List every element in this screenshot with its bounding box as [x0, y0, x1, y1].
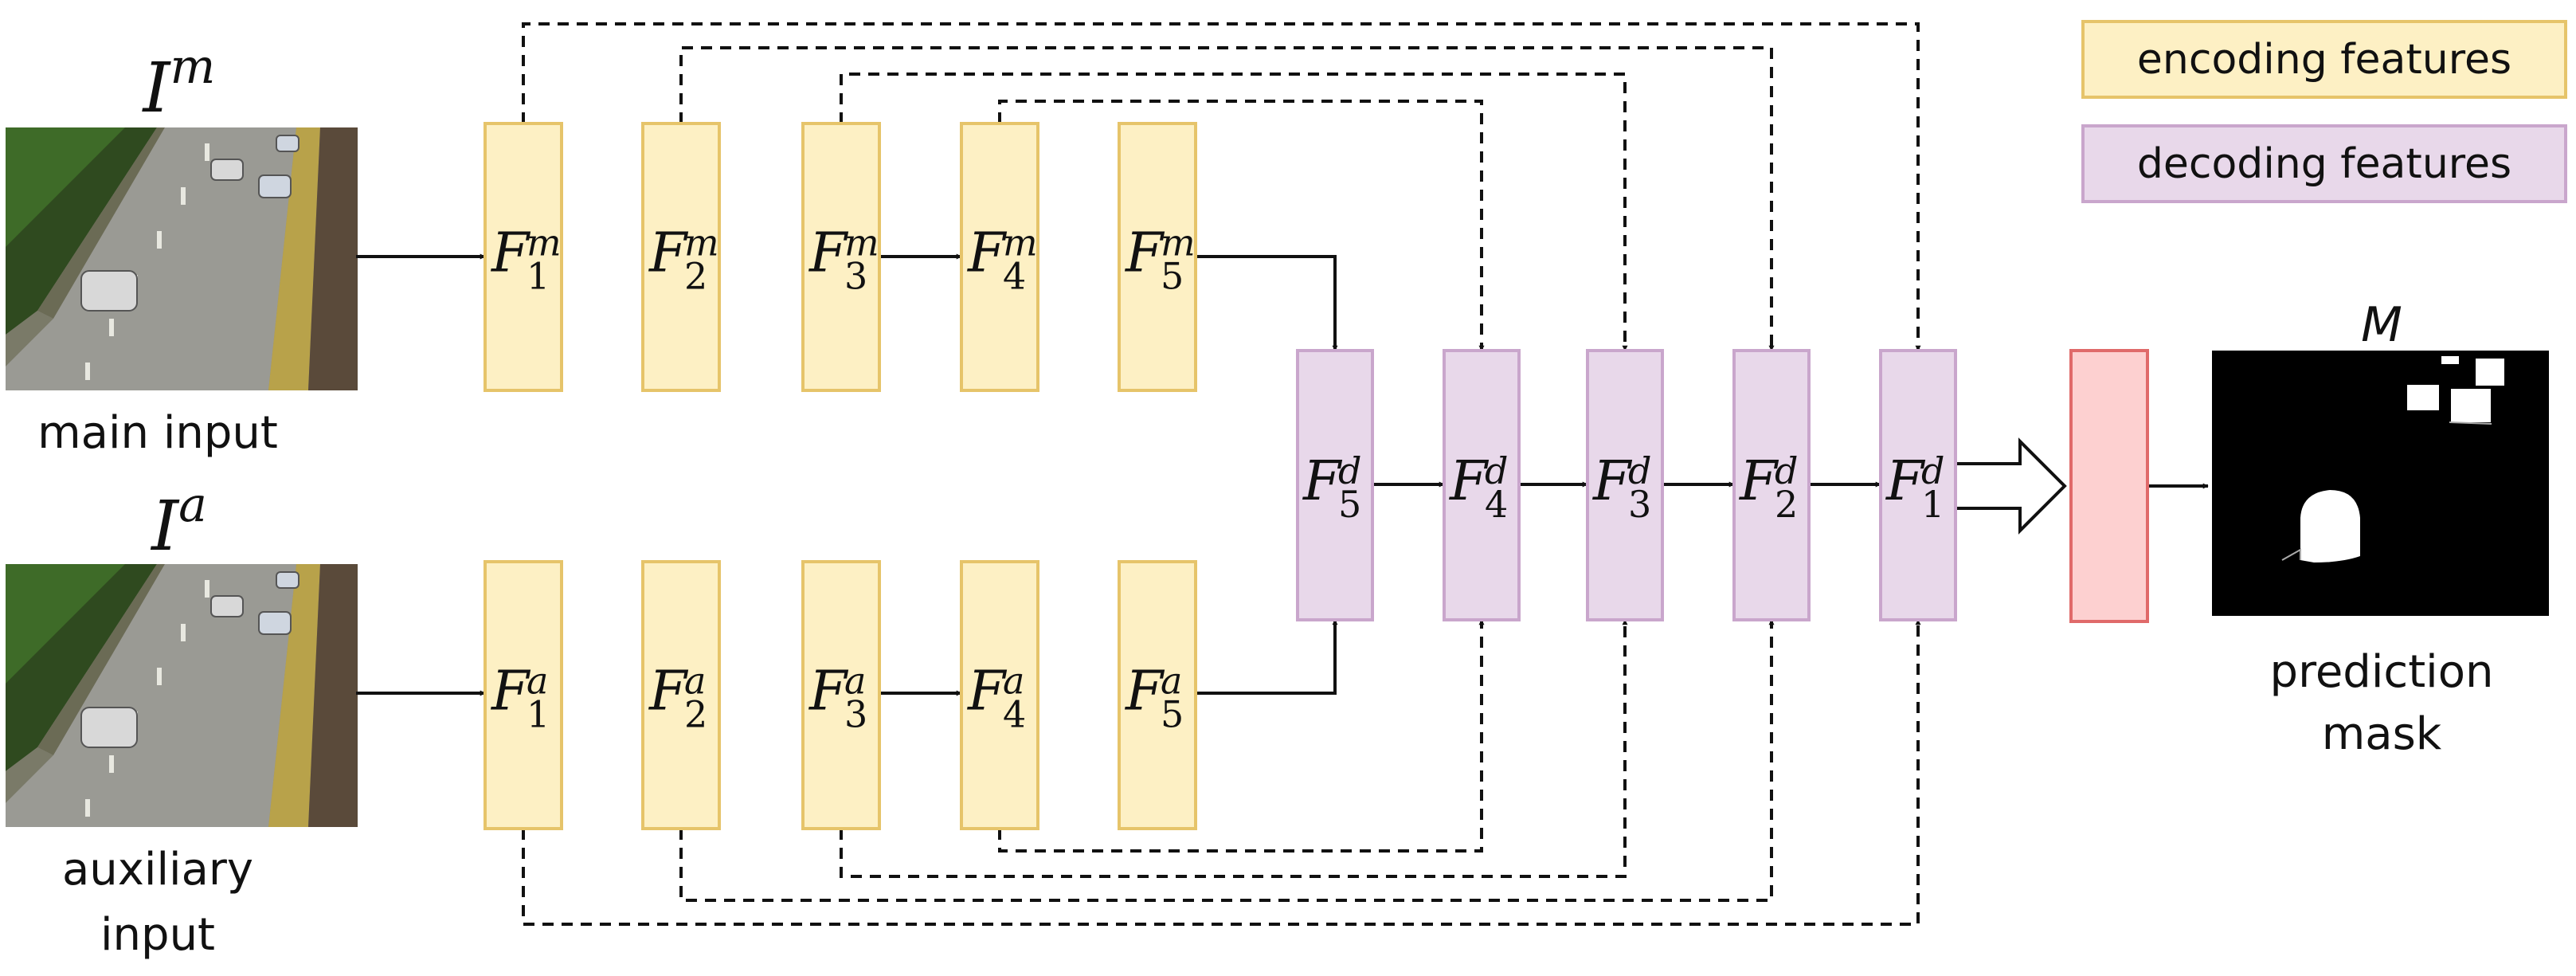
- output-caption-line2: mask: [2322, 708, 2442, 760]
- output-mask-symbol: M: [2361, 297, 2402, 353]
- legend-encoding-swatch: [2081, 20, 2567, 99]
- main-input-caption: main input: [37, 407, 278, 459]
- auxiliary-input-caption-line2: input: [100, 909, 215, 961]
- main-input-image: [6, 127, 358, 390]
- connectors: [356, 22, 2209, 926]
- legend-encoding-label: encoding features: [2137, 36, 2511, 84]
- prediction-mask-image: [2212, 351, 2549, 616]
- output-caption-line1: prediction: [2270, 646, 2494, 698]
- legend-decoding-label: decoding features: [2137, 140, 2511, 188]
- auxiliary-input-image: [6, 564, 358, 827]
- auxiliary-input-symbol: Ia: [150, 477, 207, 566]
- auxiliary-input-caption-line1: auxiliary: [62, 844, 253, 896]
- legend: encoding features decoding features: [2081, 20, 2567, 203]
- main-input-symbol: Im: [142, 39, 216, 128]
- legend-decoding-swatch: [2081, 124, 2567, 203]
- prediction-head-block: [2069, 349, 2149, 623]
